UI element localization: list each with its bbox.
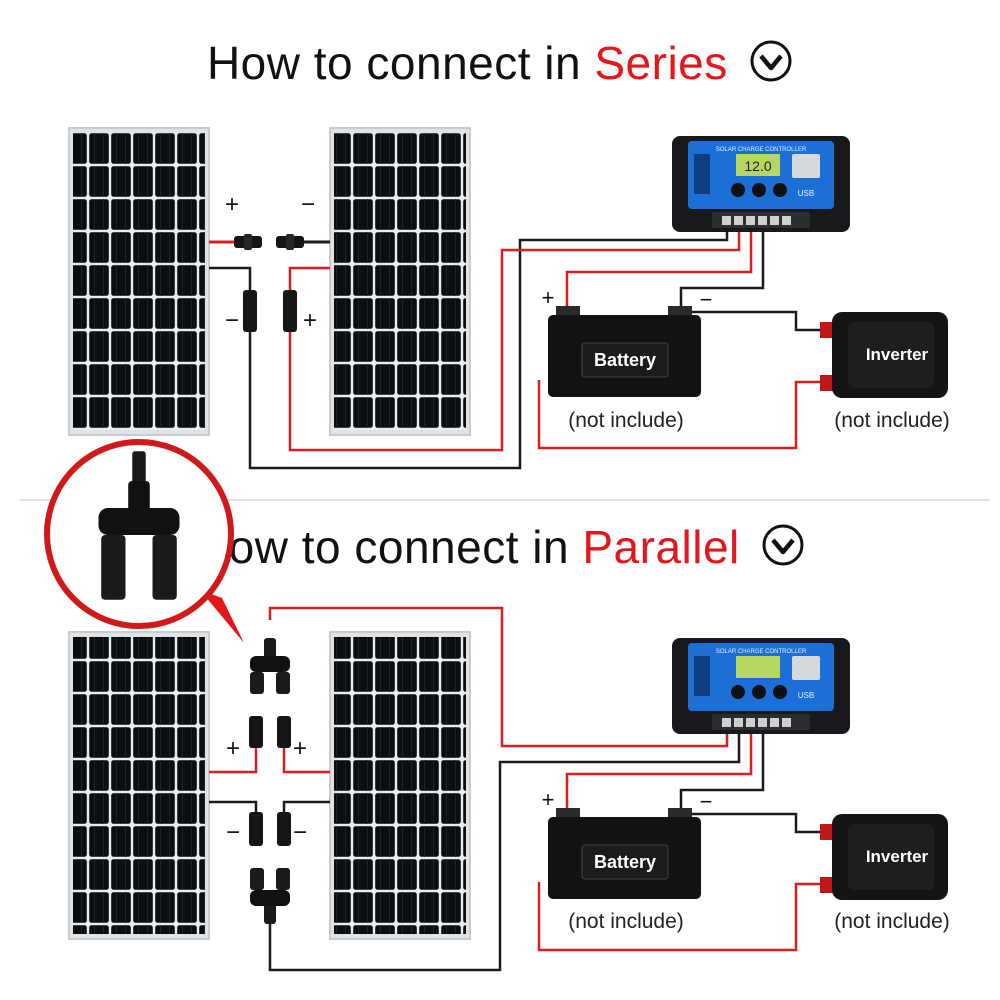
battery-note: (not include) <box>568 409 684 432</box>
solar-panel-right <box>329 631 471 940</box>
battery-minus: − <box>700 287 713 312</box>
battery-minus: − <box>700 789 713 814</box>
chevron-down-circle-icon <box>749 39 793 94</box>
solar-panel-left <box>68 127 210 436</box>
battery-plus: + <box>542 787 555 812</box>
battery-label: Battery <box>594 852 656 872</box>
solar-panel-right <box>329 127 471 436</box>
series-title-prefix: How to connect in <box>206 37 595 89</box>
parallel-right-minus: − <box>293 819 307 846</box>
battery-label: Battery <box>594 350 656 370</box>
inverter-note: (not include) <box>834 409 950 432</box>
parallel-right-plus: + <box>293 735 307 762</box>
mc4-connector-pair <box>234 234 304 250</box>
parallel-title: How to connect in Parallel <box>0 520 1000 578</box>
series-section: + − − + SOLAR CHARGE CONTROLLER 12.0 U <box>68 127 950 470</box>
y-branch-zoom-callout <box>44 439 244 643</box>
series-plus-sign: + <box>225 191 239 218</box>
y-branch-connector-positive <box>249 638 291 748</box>
battery-note: (not include) <box>568 910 684 933</box>
parallel-left-plus: + <box>226 735 240 762</box>
series-output-plus: + <box>303 307 317 334</box>
series-minus-sign: − <box>301 191 315 218</box>
inverter-label: Inverter <box>866 847 929 866</box>
battery-plus: + <box>542 285 555 310</box>
controller-display: 12.0 <box>744 158 771 174</box>
y-branch-connector-negative <box>249 812 291 924</box>
inverter-note: (not include) <box>834 910 950 933</box>
parallel-title-accent: Parallel <box>582 521 740 573</box>
parallel-left-minus: − <box>226 819 240 846</box>
chevron-down-circle-icon <box>761 523 805 578</box>
solar-panel-left <box>68 631 210 940</box>
controller-header: SOLAR CHARGE CONTROLLER <box>716 649 807 655</box>
controller-usb-label: USB <box>798 691 814 700</box>
parallel-inverter: Inverter <box>820 814 948 900</box>
controller-usb-label: USB <box>798 189 814 198</box>
mc4-output-connectors <box>243 290 297 332</box>
parallel-battery: Battery <box>548 808 701 899</box>
series-title-accent: Series <box>594 37 728 89</box>
series-battery: Battery <box>548 306 701 397</box>
parallel-section: + + − − SOLAR CHARGE CONTROLLER USB <box>44 439 950 972</box>
series-inverter: Inverter <box>820 312 948 398</box>
series-charge-controller: SOLAR CHARGE CONTROLLER 12.0 USB <box>672 136 850 232</box>
series-output-minus: − <box>225 307 239 334</box>
parallel-charge-controller: SOLAR CHARGE CONTROLLER USB <box>672 638 850 734</box>
parallel-title-prefix: How to connect in <box>194 521 583 573</box>
series-title: How to connect in Series <box>0 36 1000 94</box>
controller-header: SOLAR CHARGE CONTROLLER <box>716 147 807 153</box>
inverter-label: Inverter <box>866 345 929 364</box>
